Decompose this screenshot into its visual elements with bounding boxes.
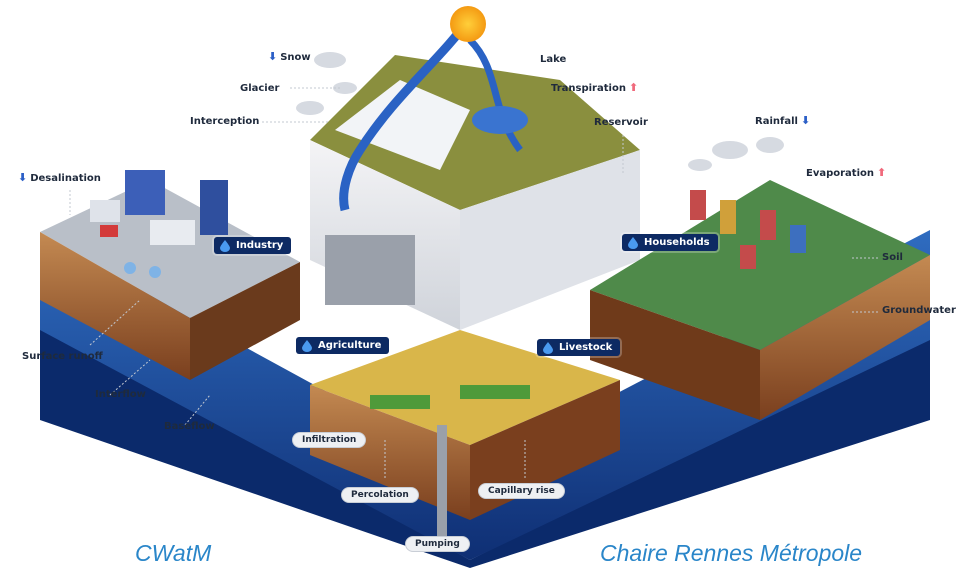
badge-livestock: Livestock	[537, 339, 621, 356]
badge-industry-label: Industry	[236, 240, 284, 251]
snow-text: Snow	[280, 52, 311, 63]
industry-block	[40, 170, 300, 380]
label-interflow: Interflow	[95, 389, 146, 400]
label-glacier: Glacier	[240, 83, 280, 94]
arrow-down-icon: ⬇	[800, 114, 811, 127]
label-reservoir: Reservoir	[594, 117, 648, 128]
badge-agriculture-label: Agriculture	[318, 340, 382, 351]
badge-livestock-label: Livestock	[559, 342, 613, 353]
label-interception: Interception	[190, 116, 260, 127]
label-surface-runoff: Surface runoff	[22, 351, 103, 362]
sun-icon	[450, 6, 486, 42]
footer-right-caption: Chaire Rennes Métropole	[600, 540, 863, 566]
water-drop-icon	[628, 237, 638, 249]
label-soil: Soil	[882, 252, 903, 263]
water-drop-icon	[543, 342, 553, 354]
label-evaporation: Evaporation⬆	[806, 167, 886, 180]
transpiration-text: Transpiration	[551, 83, 626, 94]
households-block	[590, 180, 930, 420]
label-desalination: ⬇Desalination	[18, 172, 101, 185]
badge-industry: Industry	[214, 237, 292, 254]
label-baseflow: Baseflow	[164, 421, 215, 432]
badge-households: Households	[622, 234, 718, 251]
label-rainfall: Rainfall⬇	[755, 115, 813, 128]
badge-agriculture: Agriculture	[296, 337, 390, 354]
arrow-up-icon: ⬆	[877, 166, 887, 179]
water-drop-icon	[302, 340, 312, 352]
arrow-up-icon: ⬆	[628, 81, 639, 94]
mountain-block	[310, 15, 640, 330]
badge-households-label: Households	[644, 237, 710, 248]
label-snow: ⬇Snow	[268, 51, 311, 64]
label-transpiration: Transpiration⬆	[551, 82, 638, 95]
label-infiltration: Infiltration	[292, 432, 367, 448]
rainfall-text: Rainfall	[755, 116, 798, 127]
water-drop-icon	[220, 240, 230, 252]
clouds	[296, 52, 784, 171]
label-lake: Lake	[540, 54, 567, 65]
arrow-down-icon: ⬇	[18, 171, 28, 184]
label-capillary-rise: Capillary rise	[478, 483, 565, 499]
arrow-down-icon: ⬇	[268, 50, 278, 63]
evaporation-text: Evaporation	[806, 168, 875, 179]
desalination-text: Desalination	[30, 173, 101, 184]
leader-lines	[69, 87, 878, 480]
label-percolation: Percolation	[341, 487, 419, 503]
label-groundwater: Groundwater	[882, 305, 956, 316]
footer-left-caption: CWatM	[135, 540, 212, 566]
label-pumping: Pumping	[405, 536, 470, 552]
